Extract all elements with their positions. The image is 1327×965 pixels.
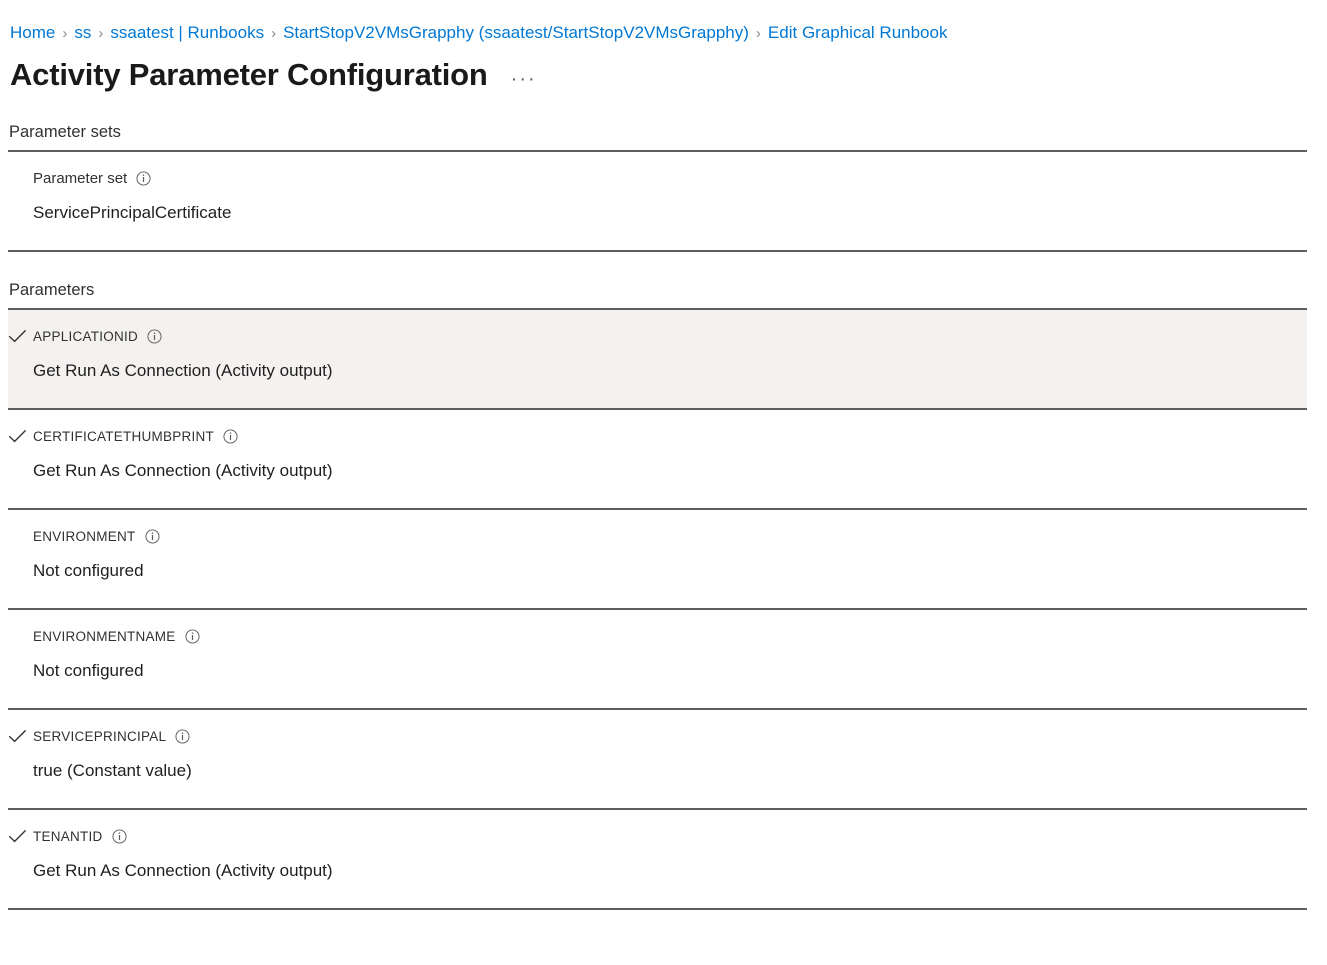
section-divider: [8, 150, 1307, 152]
parameter-label-row: ENVIRONMENT: [33, 526, 1307, 546]
check-icon: [8, 329, 27, 343]
parameter-name: TENANTID: [33, 828, 103, 844]
parameter-row[interactable]: ENVIRONMENT Not configured: [8, 510, 1307, 610]
section-divider: [8, 308, 1307, 310]
parameter-row[interactable]: APPLICATIONID Get Run As Connection (Acti…: [8, 310, 1307, 410]
parameter-row[interactable]: SERVICEPRINCIPAL true (Constant value): [8, 710, 1307, 810]
info-icon[interactable]: [223, 428, 238, 444]
info-icon[interactable]: [175, 728, 190, 744]
parameter-row[interactable]: TENANTID Get Run As Connection (Activity …: [8, 810, 1307, 910]
parameter-label-row: TENANTID: [8, 826, 1307, 846]
parameter-value: Get Run As Connection (Activity output): [33, 461, 333, 480]
breadcrumb-item-4[interactable]: Edit Graphical Runbook: [767, 23, 948, 42]
chevron-right-icon: ›: [755, 25, 761, 42]
breadcrumb-item-3[interactable]: StartStopV2VMsGrapphy (ssaatest/StartSto…: [283, 23, 749, 42]
parameter-value: true (Constant value): [33, 761, 192, 780]
parameter-name: APPLICATIONID: [33, 328, 139, 344]
section-title: Parameters: [9, 281, 95, 299]
parameter-label-row: CERTIFICATETHUMBPRINT: [8, 426, 1307, 446]
parameter-row[interactable]: CERTIFICATETHUMBPRINT Get Run As Connecti…: [8, 410, 1307, 510]
info-icon[interactable]: [144, 528, 160, 544]
chevron-right-icon: ›: [98, 25, 104, 42]
parameter-label-row: APPLICATIONID: [8, 326, 1307, 346]
parameter-label-row: Parameter set: [33, 168, 1307, 188]
parameter-label-row: ENVIRONMENTNAME: [33, 626, 1307, 646]
section-title: Parameter sets: [9, 123, 121, 141]
parameter-name: Parameter set: [33, 169, 128, 187]
info-icon[interactable]: [147, 328, 162, 344]
breadcrumb: Home › ss › ssaatest | Runbooks › StartStopV2V…: [0, 0, 1327, 45]
parameter-name: SERVICEPRINCIPAL: [33, 728, 167, 744]
more-commands-icon[interactable]: ···: [510, 68, 537, 90]
parameter-name: CERTIFICATETHUMBPRINT: [33, 428, 215, 444]
info-icon[interactable]: [111, 828, 127, 844]
parameter-value: Get Run As Connection (Activity output): [33, 361, 333, 380]
parameter-value: Not configured: [33, 661, 144, 680]
page-title: Activity Parameter Configuration: [10, 57, 488, 92]
parameter-name: ENVIRONMENTNAME: [33, 628, 176, 644]
check-icon: [8, 829, 27, 843]
chevron-right-icon: ›: [271, 25, 277, 42]
info-icon[interactable]: [184, 628, 200, 644]
breadcrumb-item-2[interactable]: ssaatest | Runbooks: [110, 23, 265, 42]
parameter-label-row: SERVICEPRINCIPAL: [8, 726, 1307, 746]
parameter-value: Get Run As Connection (Activity output): [33, 861, 333, 880]
check-icon: [8, 429, 27, 443]
parameter-value: ServicePrincipalCertificate: [33, 203, 232, 222]
info-icon[interactable]: [136, 170, 151, 186]
parameter-value: Not configured: [33, 561, 144, 580]
chevron-right-icon: ›: [62, 25, 68, 42]
parameter-name: ENVIRONMENT: [33, 528, 136, 544]
breadcrumb-item-1[interactable]: ss: [74, 23, 92, 42]
page-header: Activity Parameter Configuration ···: [0, 45, 1327, 94]
check-icon: [8, 729, 27, 743]
breadcrumb-item-0[interactable]: Home: [10, 23, 56, 42]
parameter-row[interactable]: ENVIRONMENTNAME Not configured: [8, 610, 1307, 710]
